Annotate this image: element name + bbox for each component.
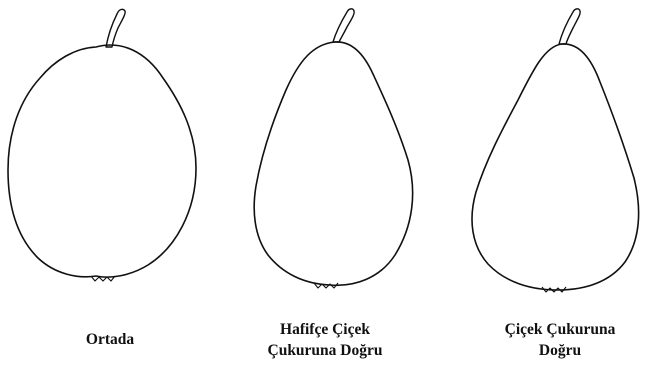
pear-shape-middle (8, 9, 196, 281)
pear-shape-slightly-toward-calyx (254, 9, 412, 288)
pear-stem (559, 9, 580, 44)
caption-line: Çiçek Çukuruna (475, 319, 645, 340)
caption-slightly-toward-calyx: Hafifçe Çiçek Çukuruna Doğru (250, 319, 400, 361)
pear-stem (333, 9, 354, 42)
caption-line: Ortada (40, 329, 180, 350)
pear-outline (472, 44, 639, 290)
caption-middle: Ortada (40, 329, 180, 350)
pear-outline (8, 45, 196, 277)
pear-stem (106, 9, 125, 47)
caption-line: Hafifçe Çiçek (250, 319, 400, 340)
pear-shape-toward-calyx (472, 9, 639, 292)
caption-line: Çukuruna Doğru (250, 340, 400, 361)
pear-outline (254, 42, 412, 285)
caption-toward-calyx: Çiçek Çukuruna Doğru (475, 319, 645, 361)
caption-line: Doğru (475, 340, 645, 361)
